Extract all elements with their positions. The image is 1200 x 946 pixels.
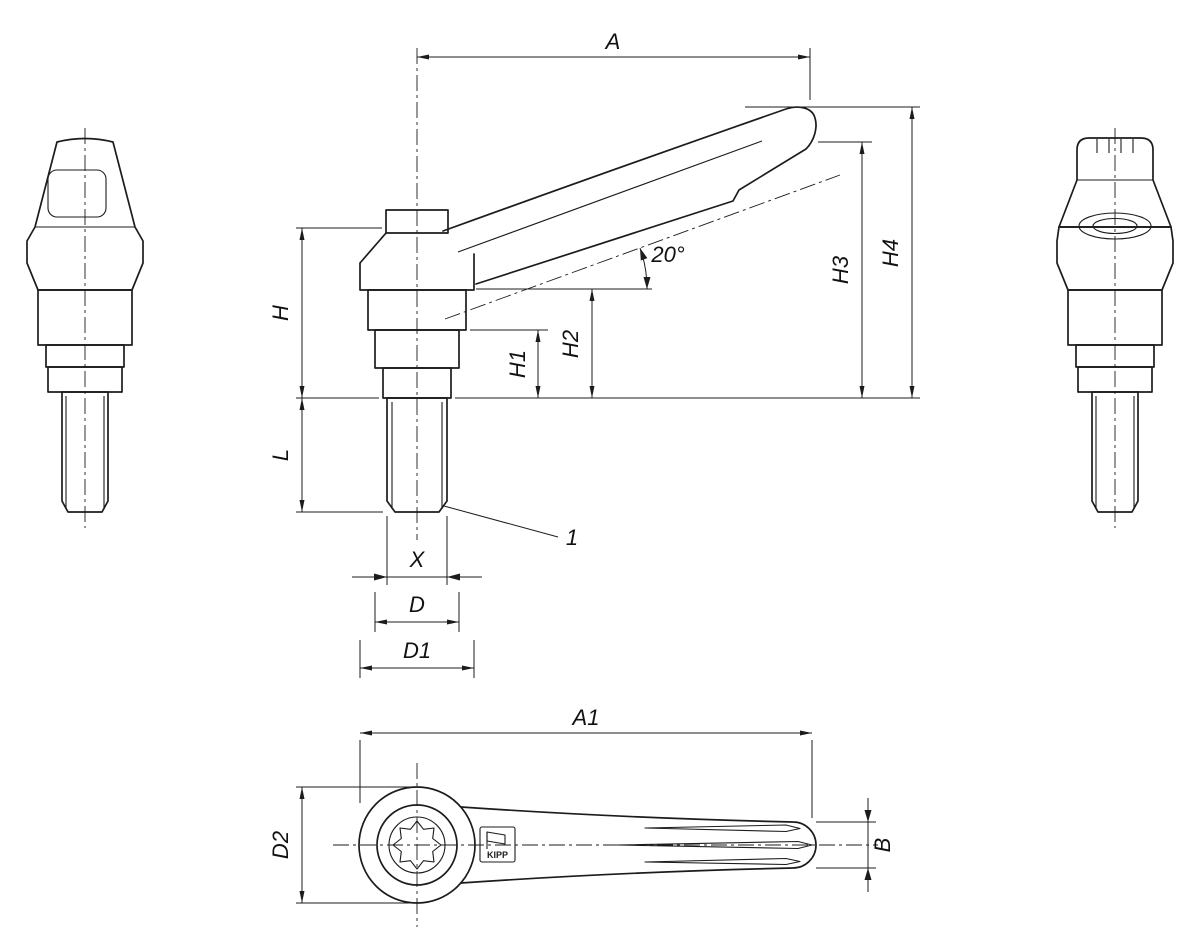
grip-recess-outline: [47, 169, 107, 218]
grip-flute: [644, 857, 801, 866]
dim-label-d2: D2: [268, 831, 293, 859]
boss-outer-circle: [358, 786, 476, 904]
dim-label-a1: A1: [571, 705, 600, 730]
dim-label-a: A: [604, 29, 621, 54]
dimension-angle: 20°: [639, 242, 685, 290]
dim-label-x: X: [409, 547, 426, 572]
back-view-right: [1056, 128, 1174, 528]
stud-outline: [1091, 391, 1139, 513]
dimension-h3: H3: [818, 141, 872, 398]
dimension-d: D: [374, 592, 460, 632]
dim-label-h1: H1: [505, 350, 530, 378]
handle-plan-outline: [460, 806, 817, 884]
plan-view: KIPP: [333, 763, 878, 927]
dimensions-plan-view: A1 D2 B: [268, 705, 895, 904]
arrowhead: [864, 810, 872, 822]
dimension-h4: H4: [745, 106, 920, 398]
dimension-h1: H1: [470, 329, 548, 398]
side-view: [359, 48, 841, 540]
socket-ellipse: [1078, 212, 1152, 240]
dim-label-b: B: [870, 838, 895, 853]
dimension-b: B: [816, 798, 895, 892]
dimension-l: L: [268, 398, 383, 513]
flange-outline: [359, 232, 475, 291]
grip-flute: [644, 824, 801, 833]
logo-frame: [479, 826, 516, 863]
dimension-h2: H2: [476, 288, 652, 398]
handle-axis-centerline: [444, 174, 841, 320]
dimension-d1: D1: [359, 638, 475, 678]
callout-label-1: 1: [566, 525, 578, 550]
front-view-left: [26, 128, 144, 528]
dim-label-angle: 20°: [650, 242, 684, 267]
dim-label-d1: D1: [403, 638, 431, 663]
handle-outline: [442, 106, 817, 285]
knob-flange-outline: [26, 137, 144, 291]
boss-inner-circle: [376, 804, 458, 886]
callout-1: 1: [443, 505, 578, 550]
dimension-a: A: [417, 29, 811, 100]
dim-label-l: L: [268, 449, 293, 461]
grip-flute: [617, 840, 813, 850]
serration-star: [392, 820, 442, 870]
logo-text: KIPP: [487, 850, 508, 860]
dimension-x: X: [352, 516, 482, 585]
socket-inner-ellipse: [1092, 217, 1138, 235]
dimension-d2: D2: [268, 786, 410, 904]
dimension-h: H: [268, 227, 382, 399]
dim-label-h: H: [268, 305, 293, 321]
leader-line: [443, 505, 559, 538]
stud-outline: [61, 391, 109, 513]
arrowhead: [447, 573, 460, 581]
bore-circle: [388, 816, 446, 874]
dim-label-d: D: [409, 592, 425, 617]
dim-label-h2: H2: [558, 330, 583, 358]
stud-outline: [386, 397, 448, 513]
arrowhead: [864, 868, 872, 880]
handle-edge-line: [457, 140, 763, 253]
dim-label-h3: H3: [828, 255, 853, 284]
dim-label-h4: H4: [878, 239, 903, 267]
cap-outline: [385, 209, 449, 234]
logo-flag: [486, 831, 506, 845]
kipp-logo: KIPP: [479, 826, 516, 863]
arrowhead: [640, 248, 648, 261]
arrowhead: [643, 277, 651, 289]
dimensions-side-view: A H L H1 H2: [268, 29, 920, 678]
knob-outline: [1058, 137, 1172, 228]
arrowhead: [374, 573, 387, 581]
dimension-a1: A1: [359, 705, 813, 818]
